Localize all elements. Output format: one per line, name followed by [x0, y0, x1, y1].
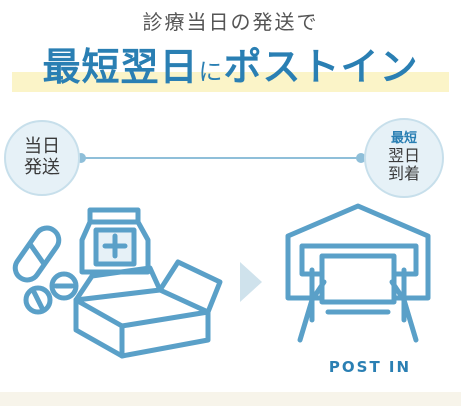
mailbox-icon	[285, 203, 431, 343]
badge-right-line2: 翌日	[387, 146, 420, 166]
badge-left-line1: 当日	[24, 136, 60, 158]
arrow-right-icon	[240, 262, 262, 302]
badge-right-top: 最短	[390, 131, 417, 147]
post-in-label: POST IN	[328, 358, 412, 376]
timeline-connector	[76, 157, 366, 159]
tablet-icon	[49, 271, 79, 301]
headline: 最短翌日にポストイン	[12, 36, 449, 91]
headline-particle: に	[198, 58, 224, 86]
tablet-icon	[23, 285, 53, 315]
timeline-dot-left	[76, 153, 86, 163]
same-day-shipping-badge: 当日 発送	[4, 120, 80, 196]
footer-band	[0, 392, 461, 406]
headline-highlight	[12, 72, 449, 92]
timeline-dot-right	[356, 153, 366, 163]
capsule-icon	[12, 225, 62, 283]
next-day-arrival-badge: 最短 翌日 到着	[364, 118, 444, 198]
subtitle: 診療当日の発送で	[142, 10, 319, 34]
open-box-icon	[73, 259, 223, 359]
headline-block: 最短翌日にポストイン	[12, 36, 449, 92]
badge-right-line3: 到着	[387, 164, 420, 184]
headline-main: 最短翌日	[42, 45, 199, 89]
headline-tail: ポストイン	[223, 45, 419, 89]
medicine-bag-icon	[79, 207, 151, 275]
badge-left-line2: 発送	[24, 157, 60, 178]
